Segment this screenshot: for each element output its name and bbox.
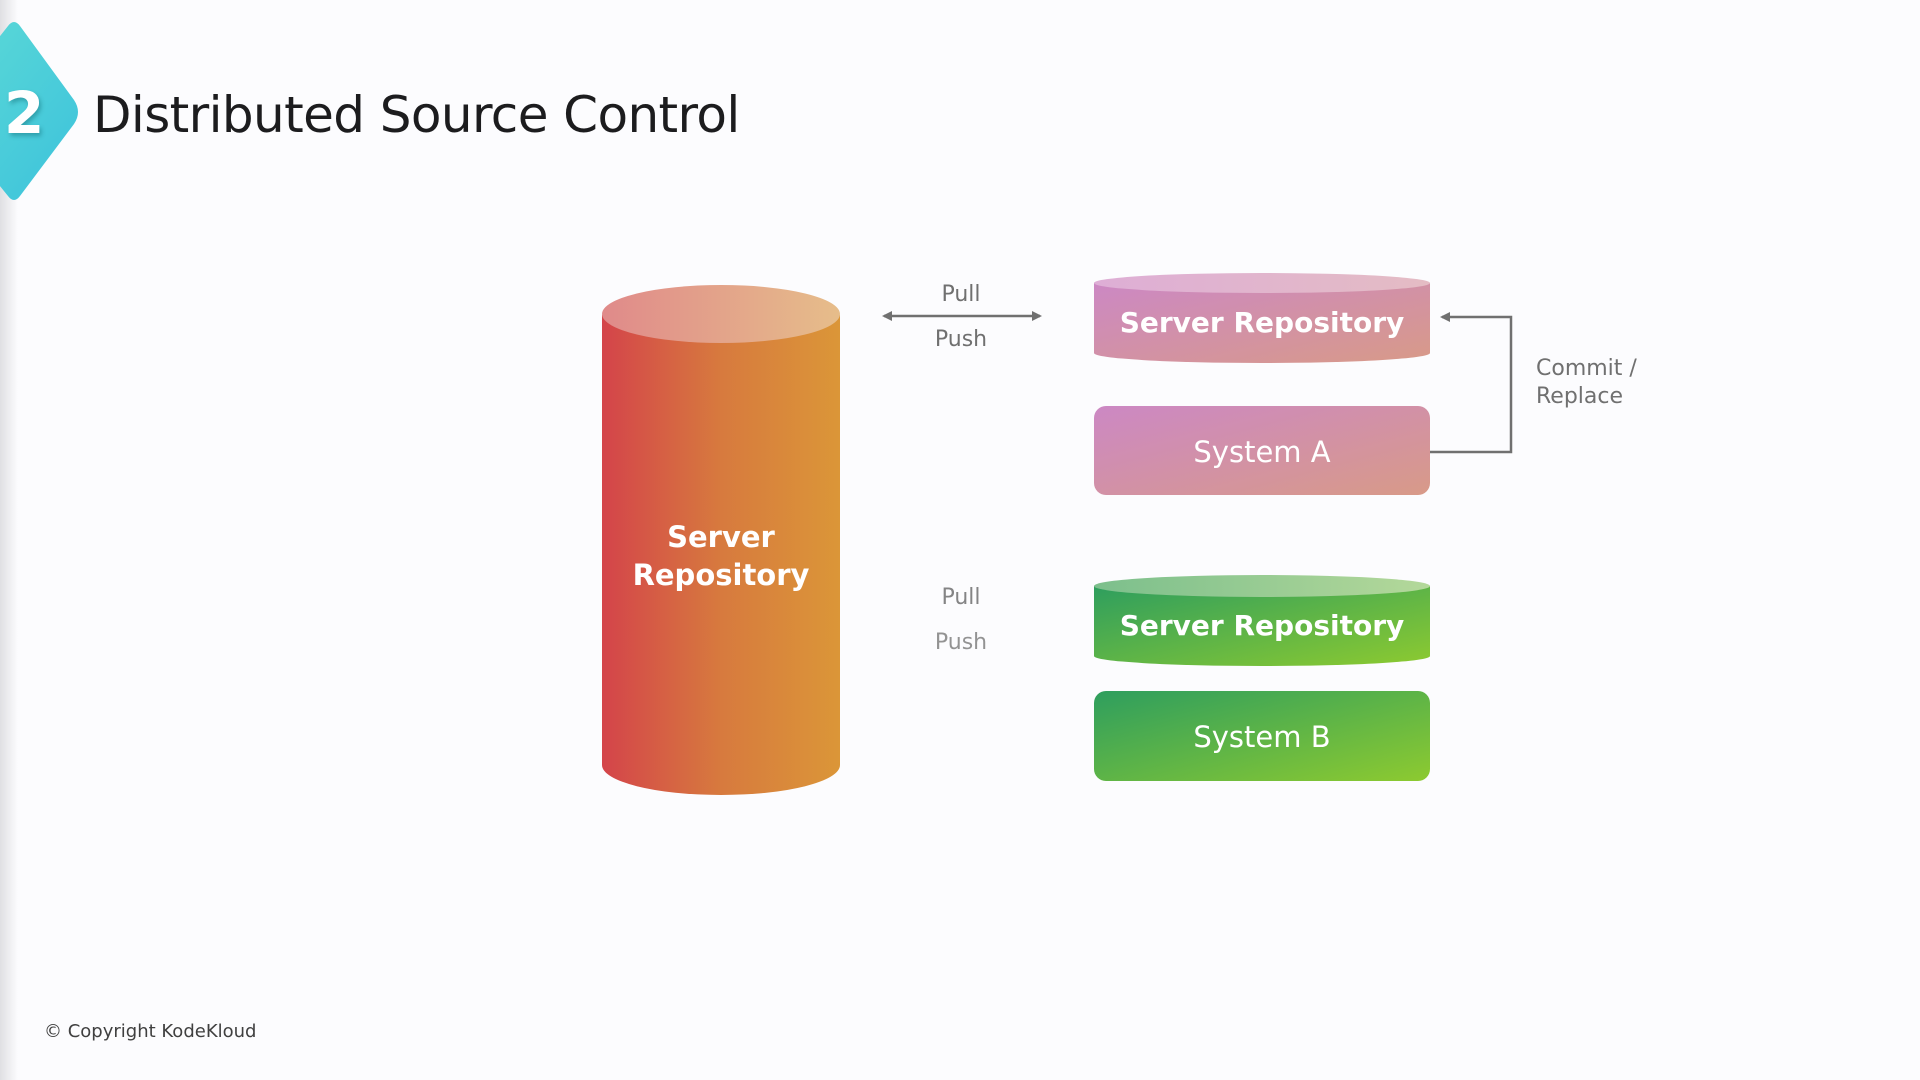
section-badge [0, 22, 78, 200]
system-b-box [1094, 691, 1430, 781]
cylinder-top [602, 285, 840, 343]
disk-top [1094, 575, 1430, 597]
left-edge-shadow [0, 0, 18, 1080]
disk-body [1094, 283, 1430, 363]
disk-body [1094, 586, 1430, 666]
badge-diamond-shape [0, 22, 78, 200]
cylinder-body [602, 315, 840, 795]
central-repository-line1: Server [667, 520, 775, 554]
replace-label: Replace [1536, 384, 1624, 409]
system-b-repository-disk [1094, 575, 1430, 666]
push-label-bottom: Push [934, 630, 988, 655]
copyright-footer: © Copyright KodeKloud [44, 1021, 257, 1042]
central-repository-line2: Repository [632, 558, 810, 592]
page-title: Distributed Source Control [93, 86, 740, 144]
system-b-label: System B [1193, 720, 1331, 754]
pull-label-bottom: Pull [941, 585, 981, 610]
central-repository-cylinder [602, 285, 840, 795]
push-label-top: Push [934, 327, 988, 352]
commit-replace-label: Commit / Replace [1536, 355, 1637, 411]
commit-replace-connector [1430, 312, 1513, 454]
system-a-box [1094, 406, 1430, 495]
system-b-repository-label: Server Repository [1119, 609, 1405, 642]
system-a-repository-disk [1094, 273, 1430, 363]
system-a-repository-label: Server Repository [1119, 306, 1405, 339]
pull-label-top: Pull [941, 282, 981, 307]
commit-label: Commit / [1536, 356, 1637, 381]
section-number: 2 [4, 79, 45, 147]
disk-top [1094, 273, 1430, 293]
system-a-label: System A [1193, 435, 1331, 469]
central-repository-label: Server Repository [602, 518, 840, 594]
